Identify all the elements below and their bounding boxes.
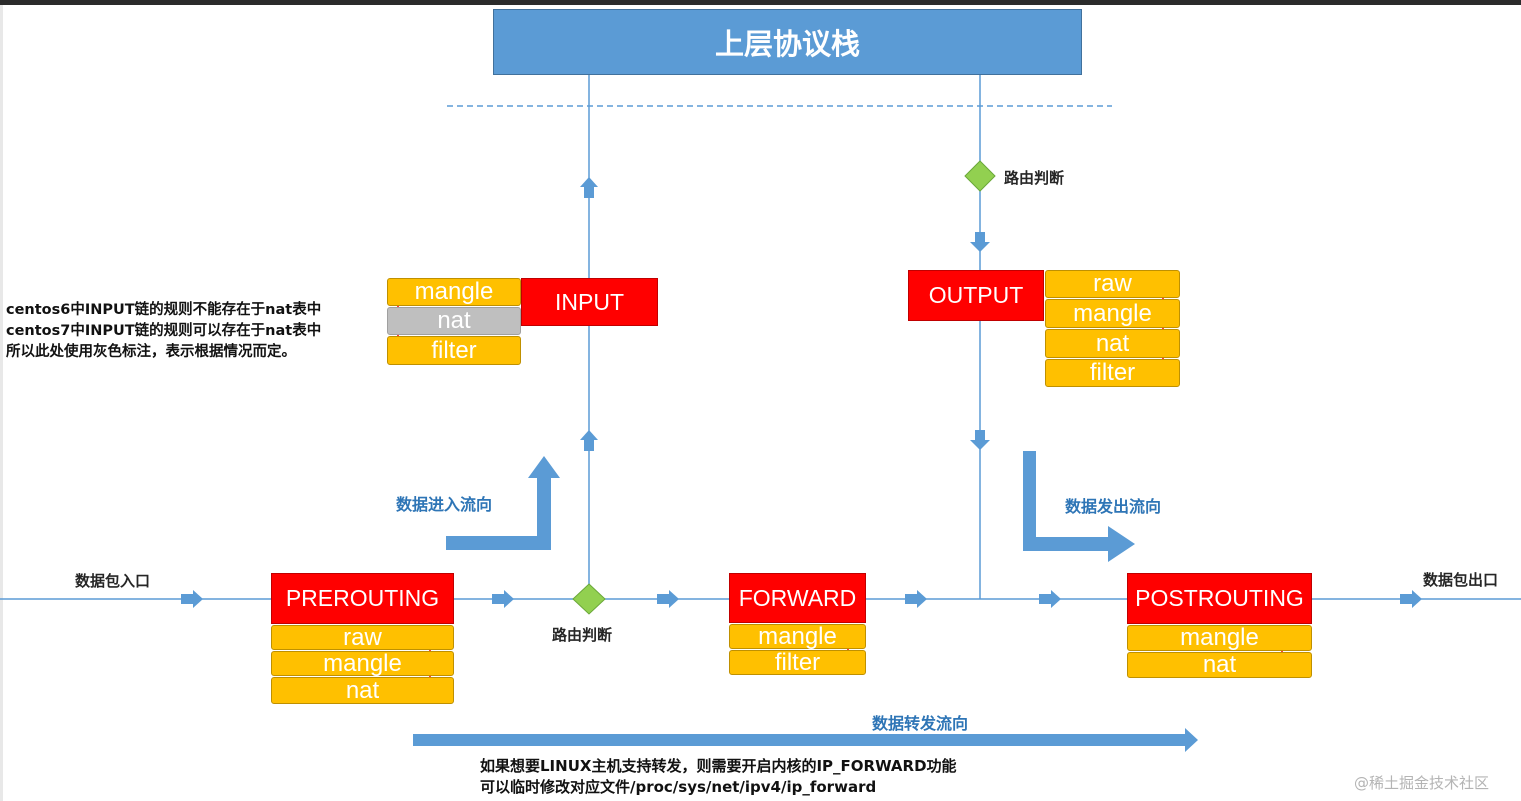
postrouting-chain-box: POSTROUTING <box>1127 573 1312 624</box>
packet-out-label: 数据包出口 <box>1423 571 1499 589</box>
prerouting-table-nat: nat <box>271 677 454 704</box>
prerouting-table-raw: raw <box>271 624 454 651</box>
left-edge <box>0 5 3 801</box>
window-top-border <box>0 0 1521 5</box>
note-line: 如果想要LINUX主机支持转发，则需要开启内核的IP_FORWARD功能 <box>480 757 957 775</box>
flow-in-label: 数据进入流向 <box>396 495 493 514</box>
input-table-mangle: mangle <box>387 278 521 306</box>
upper-protocol-stack-label: 上层协议栈 <box>714 27 860 61</box>
routing-decision-label: 路由判断 <box>552 626 613 644</box>
arrow-down-icon <box>970 430 990 450</box>
flow-out-big-arrow <box>1023 451 1135 562</box>
output-table-nat: nat <box>1045 329 1180 358</box>
flow-forward-label: 数据转发流向 <box>872 714 969 733</box>
arrow-right-icon <box>1400 590 1422 608</box>
input-nat-note: centos6中INPUT链的规则不能存在于nat表中 centos7中INPU… <box>6 300 321 363</box>
arrow-right-icon <box>905 590 927 608</box>
ip-forward-note: 如果想要LINUX主机支持转发，则需要开启内核的IP_FORWARD功能 可以临… <box>480 756 957 798</box>
prerouting-chain-box: PREROUTING <box>271 573 454 624</box>
note-line: centos7中INPUT链的规则可以存在于nat表中 <box>6 323 322 339</box>
upper-protocol-stack-box: 上层协议栈 <box>493 9 1082 75</box>
arrow-down-icon <box>970 232 990 252</box>
output-table-filter: filter <box>1045 359 1180 387</box>
input-table-filter: filter <box>387 336 521 365</box>
packet-in-label: 数据包入口 <box>75 572 151 590</box>
arrow-right-icon <box>657 590 679 608</box>
arrow-right-icon <box>1039 590 1061 608</box>
input-chain-box: INPUT <box>521 278 658 326</box>
routing-decision-diamond <box>964 160 996 192</box>
postrouting-table-nat: nat <box>1127 651 1312 678</box>
arrow-right-icon <box>181 590 203 608</box>
flow-in-big-arrow <box>446 456 560 550</box>
forward-chain-box: FORWARD <box>729 573 866 623</box>
arrow-right-icon <box>492 590 514 608</box>
flow-out-label: 数据发出流向 <box>1065 497 1162 516</box>
input-table-nat: nat <box>387 307 521 335</box>
forward-table-mangle: mangle <box>729 623 866 650</box>
arrow-up-icon <box>580 430 598 451</box>
output-chain-box: OUTPUT <box>908 270 1044 321</box>
flow-forward-big-arrow <box>413 728 1198 752</box>
forward-table-filter: filter <box>729 649 866 676</box>
postrouting-table-mangle: mangle <box>1127 624 1312 651</box>
routing-decision-output-label: 路由判断 <box>1004 169 1065 187</box>
output-table-mangle: mangle <box>1045 299 1180 328</box>
note-line: centos6中INPUT链的规则不能存在于nat表中 <box>6 302 322 318</box>
note-line: 所以此处使用灰色标注，表示根据情况而定。 <box>6 344 296 360</box>
note-line: 可以临时修改对应文件/proc/sys/net/ipv4/ip_forward <box>480 778 877 796</box>
watermark: @稀土掘金技术社区 <box>1354 774 1490 792</box>
prerouting-table-mangle: mangle <box>271 650 454 677</box>
routing-decision-diamond <box>572 583 606 615</box>
arrow-up-icon <box>580 177 598 198</box>
output-table-raw: raw <box>1045 270 1180 298</box>
